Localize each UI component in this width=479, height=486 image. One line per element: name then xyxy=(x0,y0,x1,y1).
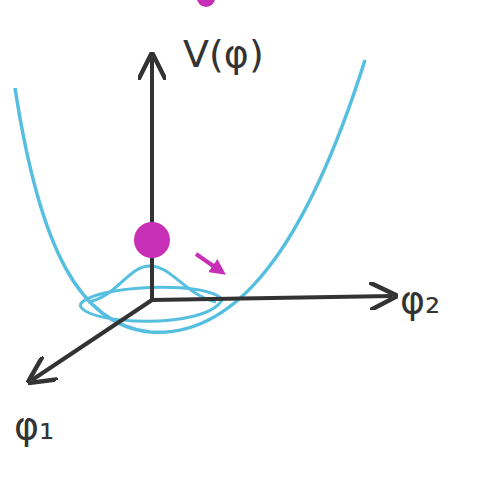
roll-arrow xyxy=(196,254,222,272)
axis-label: V(φ) xyxy=(183,34,264,76)
ring-front xyxy=(80,300,222,321)
ball xyxy=(134,222,170,258)
axis-label: φ₂ xyxy=(400,280,440,322)
phi2-axis xyxy=(152,296,392,300)
magenta-blob xyxy=(197,0,215,7)
potential-bowl xyxy=(15,60,365,332)
v-axis xyxy=(150,58,154,300)
axis-label: φ₁ xyxy=(14,406,54,448)
phi1-axis xyxy=(32,300,152,380)
